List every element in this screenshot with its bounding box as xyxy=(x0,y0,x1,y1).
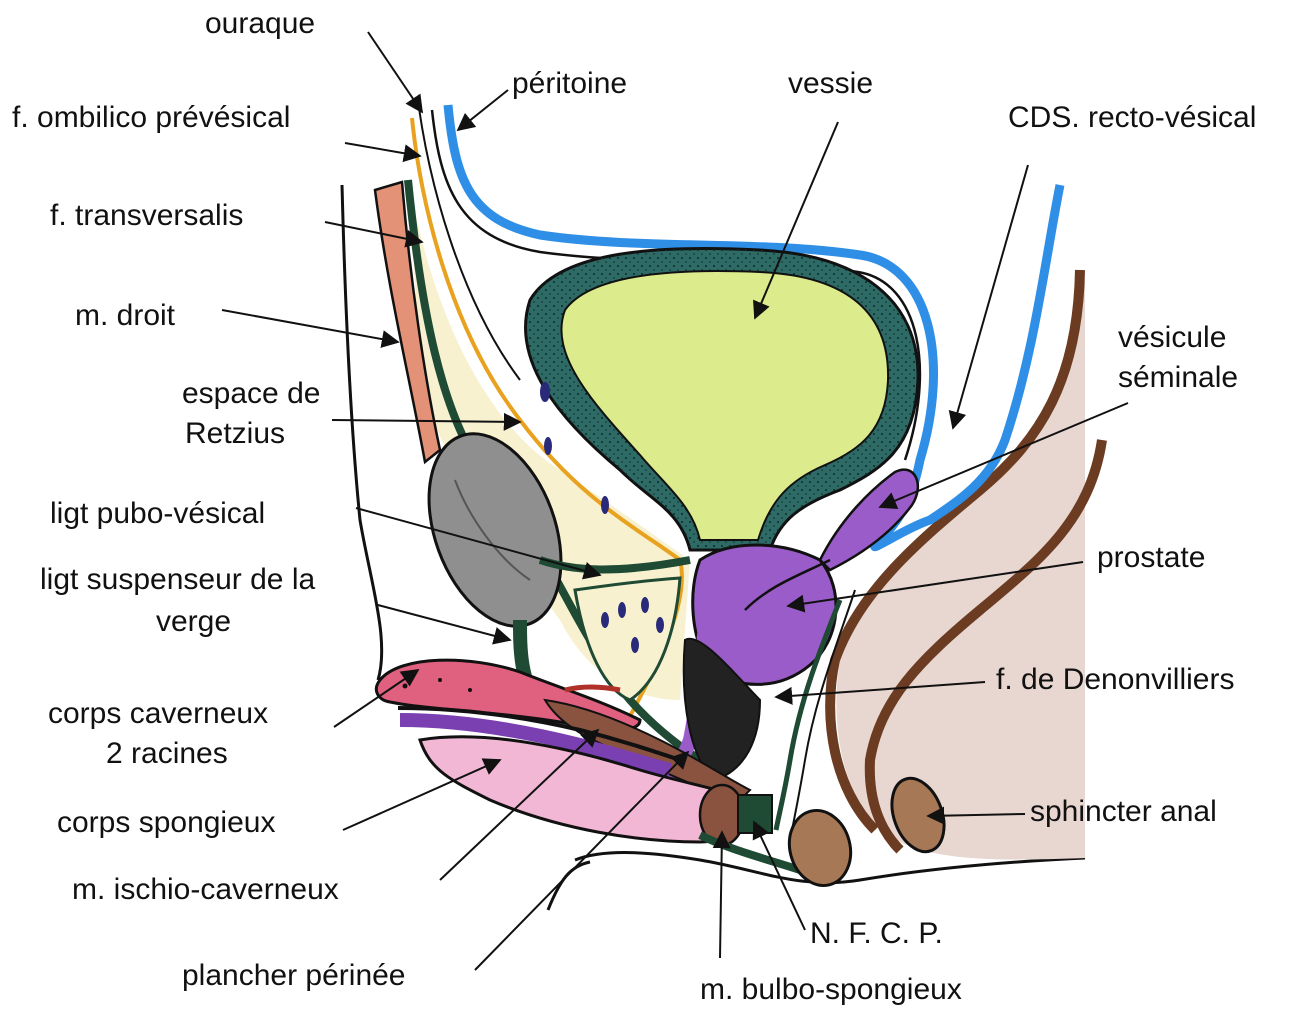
label-m-droit: m. droit xyxy=(75,296,175,336)
label-prostate: prostate xyxy=(1097,538,1205,578)
label-ligt-suspenseur: ligt suspenseur de la xyxy=(40,560,315,600)
label-verge: verge xyxy=(156,602,231,642)
lower-skin-contour xyxy=(548,862,590,910)
label-espace-de: espace de xyxy=(182,374,320,414)
label-vesicule: vésicule xyxy=(1118,318,1226,358)
label-ouraque: ouraque xyxy=(205,4,315,44)
label-corps-spongieux: corps spongieux xyxy=(57,803,275,843)
label-cds-recto-vesical: CDS. recto-vésical xyxy=(1008,98,1256,138)
label-2-racines: 2 racines xyxy=(106,734,228,774)
red-vessel xyxy=(565,687,620,690)
label-vessie: vessie xyxy=(788,64,873,104)
label-sphincter-anal: sphincter anal xyxy=(1030,792,1217,832)
label-corps-caverneux: corps caverneux xyxy=(48,694,268,734)
label-denonvilliers: f. de Denonvilliers xyxy=(996,660,1234,700)
label-transversalis: f. transversalis xyxy=(50,196,243,236)
label-peritoine: péritoine xyxy=(512,64,627,104)
label-plancher-perinee: plancher périnée xyxy=(182,956,406,996)
label-retzius: Retzius xyxy=(185,414,285,454)
label-bulbo-spongieux: m. bulbo-spongieux xyxy=(700,970,962,1010)
perineal-floor xyxy=(700,835,800,870)
label-seminale: séminale xyxy=(1118,358,1238,398)
bladder-lumen xyxy=(561,271,888,540)
abdominal-wall-contour xyxy=(342,185,382,680)
label-ischio-caverneux: m. ischio-caverneux xyxy=(72,870,339,910)
perineal-central-node xyxy=(738,795,772,833)
label-ombilico-prevesical: f. ombilico prévésical xyxy=(12,98,290,138)
label-nfcp: N. F. C. P. xyxy=(810,914,943,954)
label-ligt-pubo-vesical: ligt pubo-vésical xyxy=(50,494,265,534)
